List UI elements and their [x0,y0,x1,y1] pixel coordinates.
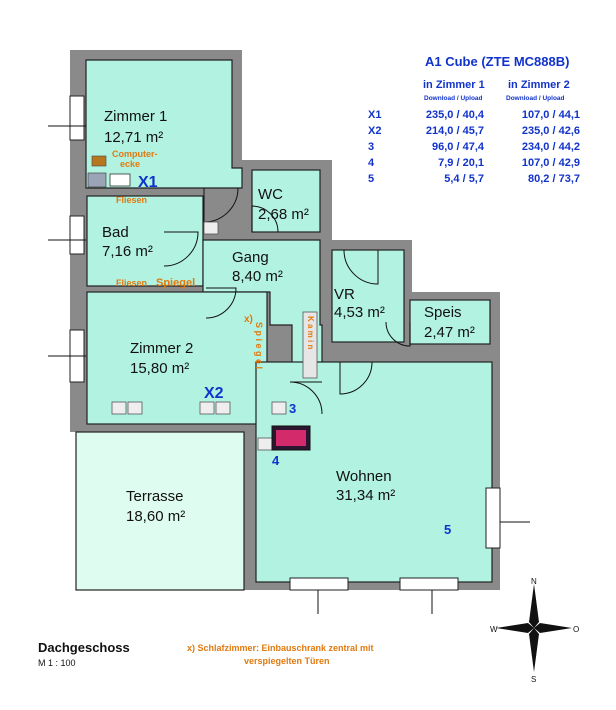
table-col2-header: in Zimmer 2 [508,79,570,91]
table-row-value-zimmer1: 96,0 / 47,4 [432,141,485,153]
table-row-label: 4 [368,157,375,169]
kamin-vertical-label: K a m i n [306,316,315,349]
bad-name: Bad [102,224,129,241]
zimmer2-name: Zimmer 2 [130,340,193,357]
computer-icon [87,155,131,188]
table-col2-sub: Download / Upload [506,95,565,102]
speis-name: Speis [424,304,462,321]
table-row-value-zimmer2: 80,2 / 73,7 [528,173,580,185]
vr-name: VR [334,286,355,303]
compass-w: W [490,625,498,634]
table-title: A1 Cube (ZTE MC888B) [425,54,569,69]
table-col1-header: in Zimmer 1 [423,79,485,91]
speis-area: 2,47 m² [424,324,475,341]
bad-area: 7,16 m² [102,243,153,260]
footer-note-line2: verspiegelten Türen [244,656,330,666]
table-row-value-zimmer1: 7,9 / 20,1 [438,157,484,169]
computer-note-line2: ecke [120,159,140,169]
scale-label: M 1 : 100 [38,658,76,668]
wall-ticks [48,125,530,614]
vr-area: 4,53 m² [334,304,385,321]
marker-4: 4 [272,453,280,468]
table-row-value-zimmer2: 235,0 / 42,6 [522,125,580,137]
tv-icon [271,425,311,451]
table-row-value-zimmer2: 107,0 / 44,1 [522,109,580,121]
spiegel-vertical-label: S p i e g e l [254,322,264,369]
compass-n: N [531,577,537,586]
table-row-value-zimmer1: 214,0 / 45,7 [426,125,484,137]
speed-table: A1 Cube (ZTE MC888B) in Zimmer 1 in Zimm… [368,54,580,185]
power-outlets [111,221,287,451]
kamin-block [302,311,318,379]
room-vr [331,249,405,343]
zimmer2-area: 15,80 m² [130,360,189,377]
terrasse-name: Terrasse [126,488,184,505]
marker-5: 5 [444,522,451,537]
gang-name: Gang [232,249,269,266]
zimmer1-name: Zimmer 1 [104,108,167,125]
room-wc [251,169,321,233]
doors [163,187,411,415]
table-row-label: X1 [368,109,381,121]
table-row-value-zimmer1: 235,0 / 40,4 [426,109,485,121]
compass-o: O [573,625,579,634]
compass-s: S [531,675,536,684]
table-col1-sub: Download / Upload [424,95,483,102]
room-terrasse [75,431,245,591]
table-row-value-zimmer1: 5,4 / 5,7 [444,173,484,185]
compass-rose-icon: N S W O [490,577,579,684]
table-row-label: 5 [368,173,374,185]
footer-note-line1: x) Schlafzimmer: Einbauschrank zentral m… [187,643,374,653]
marker-x1: X1 [138,174,158,191]
spiegel-label: Spiegel [156,277,195,289]
fliesen-label-1: Fliesen [116,195,147,205]
table-row-label: X2 [368,125,381,137]
room-zimmer-1 [85,59,243,189]
x-mark: x) [244,314,253,325]
room-wohnen [255,361,493,583]
table-row-value-zimmer2: 234,0 / 44,2 [522,141,580,153]
wc-area: 2,68 m² [258,206,309,223]
marker-x2: X2 [204,385,224,402]
fliesen-label-2: Fliesen [116,278,147,288]
room-bad [86,195,204,287]
computer-note-line1: Computer- [112,149,158,159]
wohnen-area: 31,34 m² [336,487,395,504]
zimmer1-area: 12,71 m² [104,129,163,146]
wohnen-name: Wohnen [336,468,392,485]
terrasse-area: 18,60 m² [126,508,185,525]
floor-title: Dachgeschoss [38,640,130,655]
table-rows: X1 235,0 / 40,4 107,0 / 44,1X2 214,0 / 45,7… [368,109,580,185]
gang-area: 8,40 m² [232,268,283,285]
table-row-value-zimmer2: 107,0 / 42,9 [522,157,580,169]
marker-3: 3 [289,401,296,416]
table-row-label: 3 [368,141,374,153]
wc-name: WC [258,186,283,203]
